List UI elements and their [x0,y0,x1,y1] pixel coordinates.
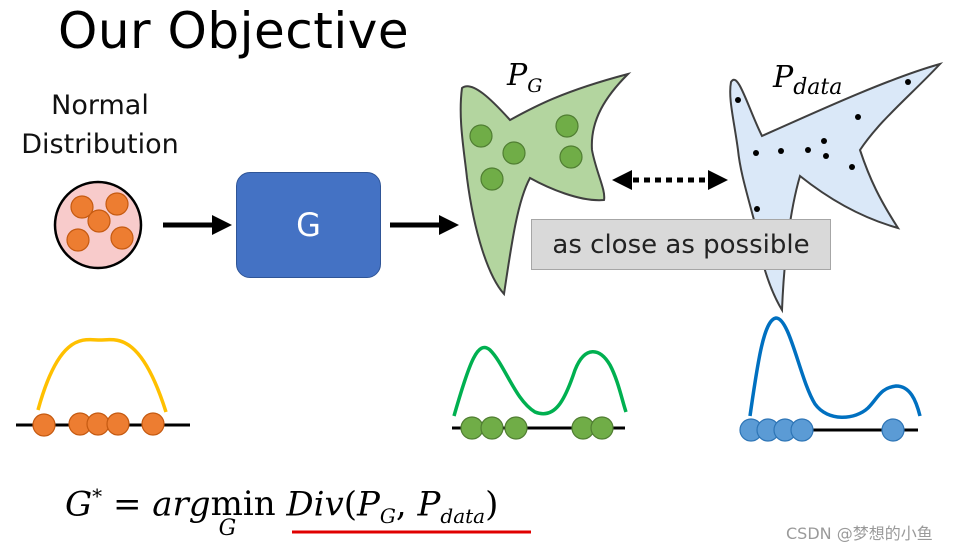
generated-dot [480,167,504,191]
formula-equals: = [102,484,153,525]
normal-distribution-label-line1: Normal [51,90,149,121]
generated-sample-dot [504,416,528,440]
data-distribution-shape [729,62,944,314]
generated-dot [559,145,583,169]
formula-p2: P [417,484,441,525]
close-as-possible-caption: as close as possible [531,219,831,270]
formula-g: G [65,484,93,525]
data-point [905,79,911,85]
data-point [735,97,741,103]
data-sample-dot [790,418,814,442]
formula-arg: arg [152,484,211,525]
pdata-blob [729,62,944,314]
formula-min-subscript: G [218,516,237,542]
generated-dot [502,141,526,165]
pg-label-sub: G [527,75,543,97]
data-point [855,114,861,120]
input-dot [87,209,111,233]
formula-div: Div [286,484,344,525]
normal-distribution-sample [53,180,143,270]
generator-box: G [236,172,381,278]
generated-dot [469,124,493,148]
formula-min: min [210,484,276,525]
data-point [849,164,855,170]
formula-star: * [92,484,103,508]
pg-label: PG [507,58,542,97]
formula-comma: , [395,484,418,525]
input-sample-dot [141,412,165,436]
input-dot [105,192,129,216]
formula-open-paren: ( [343,484,358,525]
watermark: CSDN @梦想的小鱼 [786,524,933,543]
data-point [805,147,811,153]
input-density-curve [36,337,168,413]
pg-blob [459,72,632,297]
formula-close-paren: ) [485,484,499,525]
pdata-label-main: P [773,60,794,95]
generated-sample-dot [590,416,614,440]
page-title: Our Objective [58,2,410,60]
data-point [754,206,760,212]
data-sample-dot [881,418,905,442]
input-sample-dot [32,413,56,437]
pdata-label-sub: data [793,75,843,100]
formula-p2-sub: data [440,504,486,529]
generated-sample-dot [460,416,484,440]
input-dot [70,195,94,219]
normal-distribution-label-line2: Distribution [21,129,179,160]
input-density-plot [16,337,190,437]
formula-p1: P [357,484,380,525]
formula-p1-sub: G [379,504,396,529]
input-sample-dot [106,412,130,436]
generated-density-curve [452,345,628,417]
pdata-label: Pdata [773,60,842,100]
input-dot [110,226,134,250]
input-sample-dot [86,412,110,436]
generated-density-plot [452,345,628,440]
pg-label-main: P [507,58,528,93]
data-density-plot [739,316,922,442]
input-dot [66,228,90,252]
data-density-curve [748,316,922,419]
data-point [821,138,827,144]
generated-dot [555,114,579,138]
data-point [823,153,829,159]
data-point [778,148,784,154]
generated-distribution-shape [459,72,632,297]
generated-sample-dot [480,416,504,440]
data-point [753,150,759,156]
